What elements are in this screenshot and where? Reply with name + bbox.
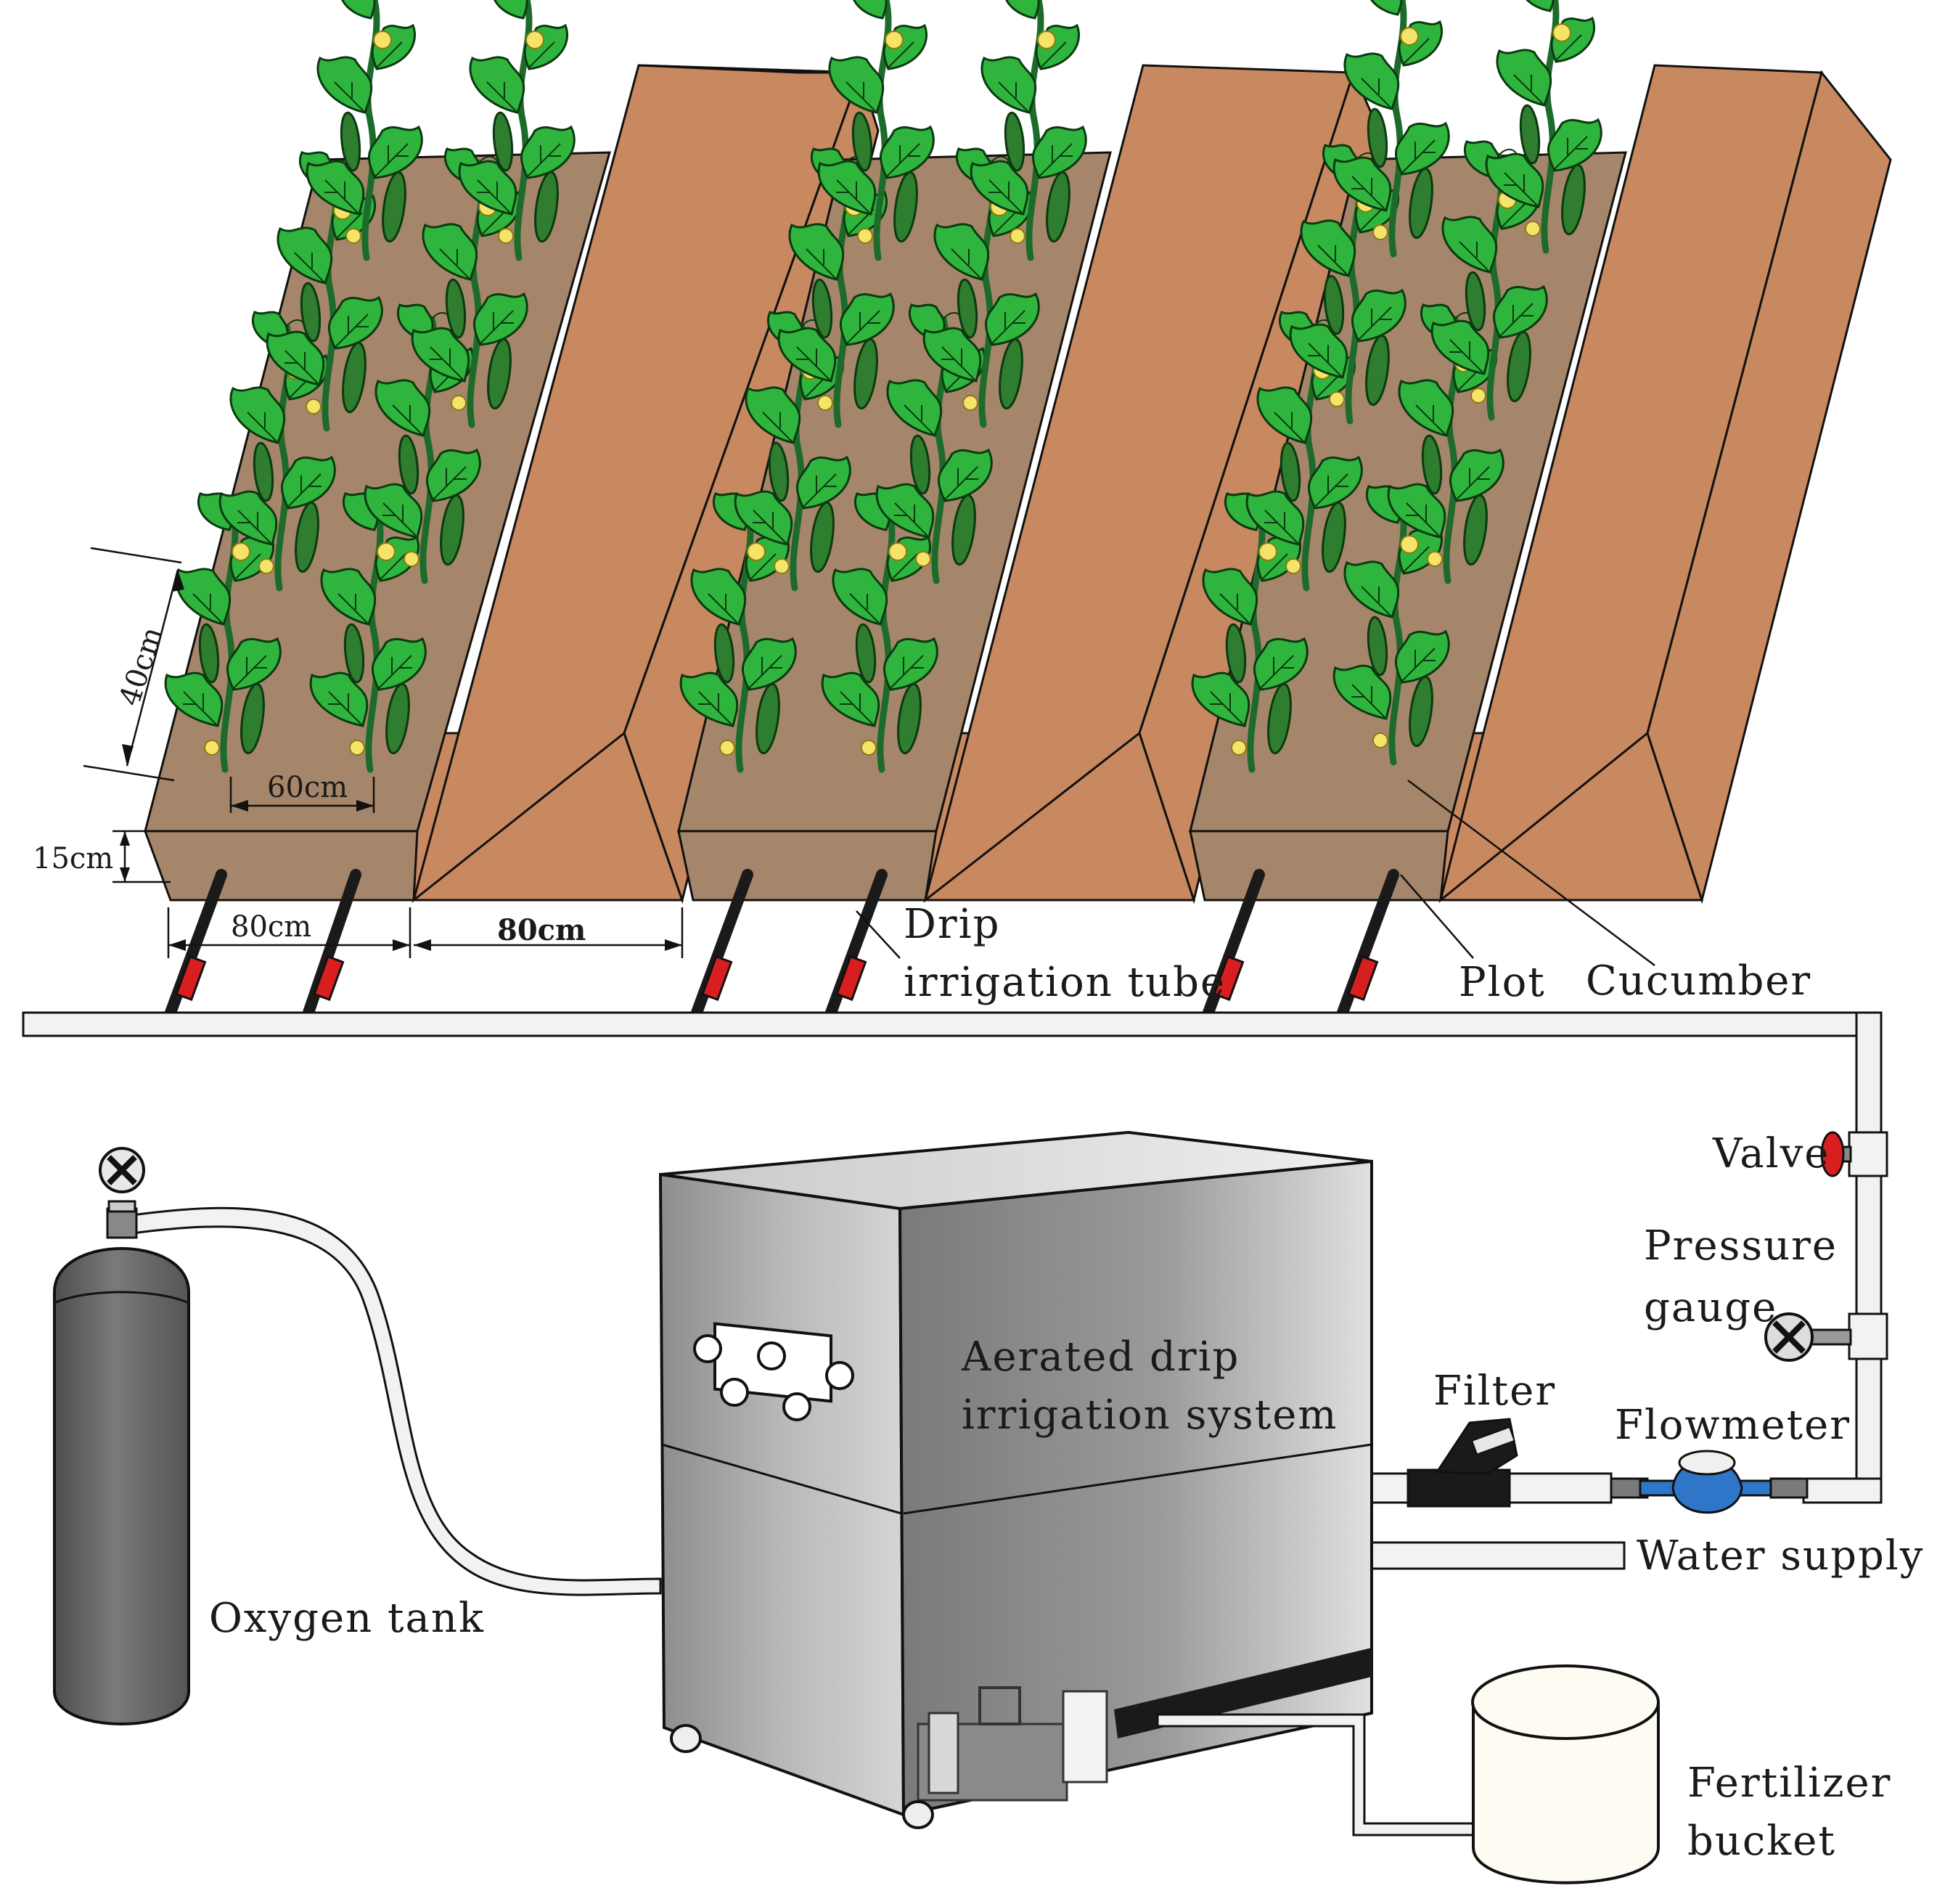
furrow-3	[1438, 64, 1892, 904]
dim-bed-width: 80cm	[231, 910, 311, 944]
filter-icon	[1406, 1418, 1518, 1508]
emitter-icon	[1213, 955, 1245, 1001]
label-flowmeter: Flowmeter	[1615, 1402, 1851, 1449]
control-button[interactable]	[693, 1334, 722, 1363]
label-cucumber: Cucumber	[1586, 957, 1811, 1005]
label-fertilizer-line1: Fertilizer	[1687, 1760, 1891, 1807]
tank-valve-icon	[99, 1147, 145, 1193]
internal-pump-unit	[917, 1686, 1108, 1802]
label-drip-line1: Drip	[904, 901, 1000, 948]
label-plot: Plot	[1459, 959, 1546, 1006]
label-fertilizer-line2: bucket	[1687, 1818, 1836, 1865]
label-filter: Filter	[1433, 1368, 1556, 1415]
gauge-fitting	[1848, 1312, 1888, 1360]
emitter-icon	[175, 955, 207, 1001]
label-pressure-line2: gauge	[1644, 1284, 1777, 1331]
emitter-icon	[835, 955, 867, 1001]
label-system-line1: Aerated drip	[961, 1333, 1240, 1381]
oxygen-hose	[126, 1206, 662, 1596]
pressure-gauge-icon	[1764, 1312, 1852, 1362]
oxygen-tank	[53, 1147, 662, 1725]
valve-fitting	[1848, 1131, 1888, 1177]
dim-bed-height: 15cm	[33, 842, 113, 875]
aerated-system-cabinet	[658, 1130, 1373, 1829]
label-drip-line2: irrigation tube	[904, 959, 1226, 1006]
drip-irrigation-tubes	[165, 869, 1399, 1018]
control-button[interactable]	[825, 1361, 854, 1390]
cucumber-leader	[1407, 780, 1655, 966]
main-pipe	[22, 1011, 1888, 1504]
control-button[interactable]	[720, 1378, 749, 1407]
plot-leader	[1400, 874, 1474, 959]
control-button[interactable]	[782, 1392, 811, 1421]
emitter-icon	[1347, 955, 1379, 1001]
flowmeter-icon	[1671, 1450, 1743, 1514]
label-system-line2: irrigation system	[962, 1392, 1338, 1439]
water-supply-pipe	[1370, 1541, 1626, 1570]
field-beds: 40cm 60cm 15cm 80cm 80cm Drip irrigation…	[33, 0, 1892, 1018]
emitter-icon	[701, 955, 733, 1001]
fertilizer-bucket	[1156, 1664, 1660, 1884]
label-valve: Valve	[1712, 1130, 1830, 1177]
valve-icon	[1820, 1131, 1852, 1177]
label-water-supply: Water supply	[1637, 1532, 1924, 1580]
dim-plant-spacing: 40cm	[113, 623, 170, 710]
dim-row-spacing: 60cm	[267, 771, 348, 804]
label-oxygen-tank: Oxygen tank	[209, 1595, 485, 1642]
wheel	[902, 1800, 934, 1829]
label-pressure-line1: Pressure	[1644, 1222, 1838, 1270]
drip-tube-leader	[856, 910, 901, 959]
wheel	[670, 1724, 702, 1753]
control-button[interactable]	[757, 1341, 786, 1370]
emitter-icon	[313, 955, 345, 1001]
dim-furrow-width: 80cm	[497, 913, 586, 947]
